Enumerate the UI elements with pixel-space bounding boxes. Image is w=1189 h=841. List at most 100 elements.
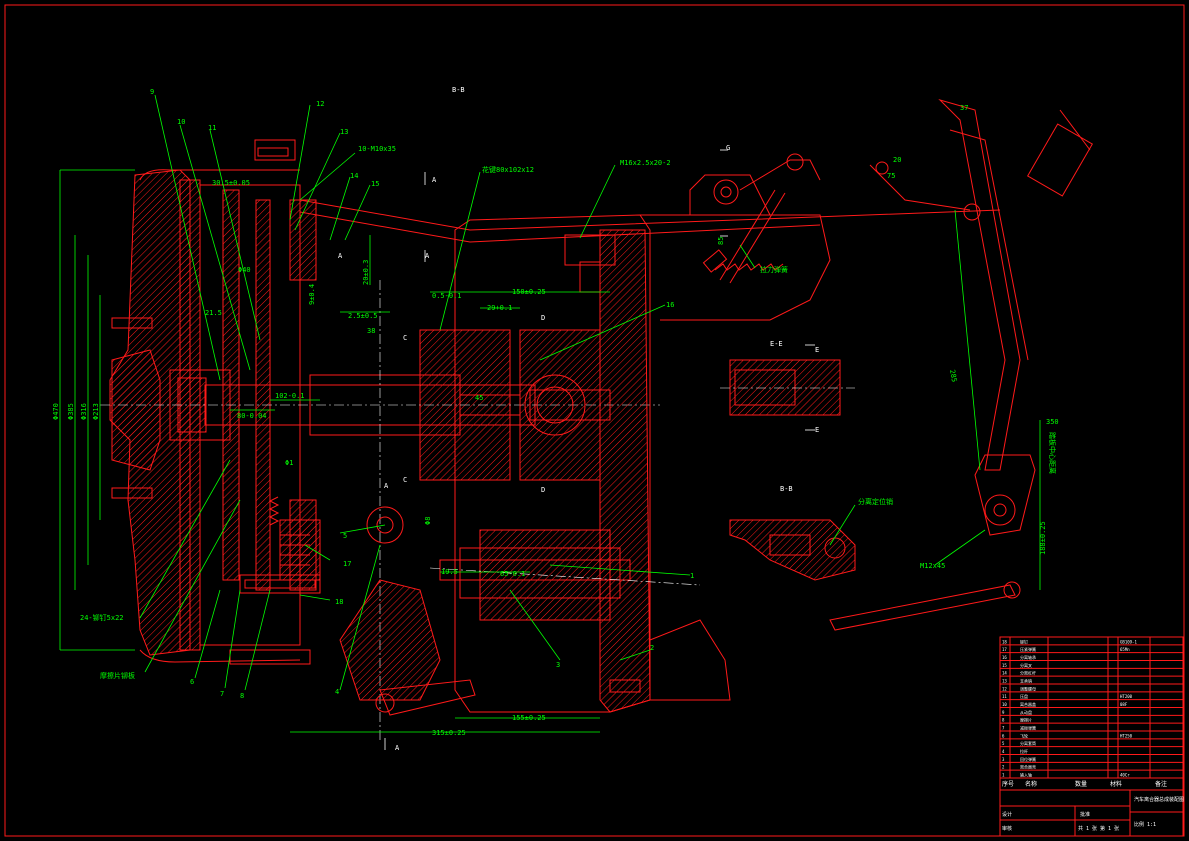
dim-phi8: Φ8: [424, 517, 432, 525]
parts-row-number: 2: [1002, 765, 1005, 770]
parts-row-name: 分离套筒: [1020, 740, 1036, 746]
parts-row-name: 压盘: [1020, 693, 1028, 699]
parts-row-number: 12: [1002, 686, 1007, 691]
dim-85: 85: [717, 237, 725, 245]
parts-row-name: 压紧弹簧: [1020, 646, 1036, 652]
parts-row-name: 从动盘: [1020, 709, 1032, 715]
section-label-g: G: [726, 144, 730, 152]
part-number-4: 4: [335, 688, 339, 696]
part-number-5: 5: [343, 532, 347, 540]
parts-row-number: 11: [1002, 694, 1007, 699]
dim-phi385: Φ385: [67, 403, 75, 420]
parts-row-number: 3: [1002, 757, 1005, 762]
callout-friction-plate: 摩擦片铆板: [100, 671, 135, 680]
gearbox-case: [339, 214, 731, 713]
part-number-6: 6: [190, 678, 194, 686]
dim-38: 38: [367, 327, 375, 335]
callout-bolt-m16: M16x2.5x20-2: [620, 159, 671, 167]
part-number-14: 14: [350, 172, 358, 180]
dim-102: 102-0.1: [275, 392, 305, 400]
dim-d1: Φ1: [285, 459, 293, 467]
dim-80: 80-0.04: [237, 412, 267, 420]
release-linkage: [299, 153, 1001, 716]
dim-315: 315±0.25: [432, 729, 466, 737]
part-number-3: 3: [556, 661, 560, 669]
section-label-e-top: E: [815, 346, 819, 354]
parts-row-number: 14: [1002, 671, 1007, 676]
dim-188: 188±0.25: [1039, 521, 1047, 555]
parts-row-number: 9: [1002, 710, 1005, 715]
part-number-10: 10: [177, 118, 185, 126]
dim-37: 37: [960, 104, 968, 112]
callout-spline: 花键80x102x12: [482, 165, 534, 174]
parts-row-material: HT200: [1120, 694, 1133, 699]
section-label-a-left: A: [384, 482, 389, 490]
part-number-2: 2: [650, 644, 654, 652]
drawing-title: 汽车离合器总成装配图: [1134, 796, 1184, 803]
parts-row-name: 分离轴承: [1020, 654, 1036, 660]
dim-phi470: Φ470: [52, 403, 60, 420]
part-number-13: 13: [340, 128, 348, 136]
dim-phi316: Φ316: [80, 403, 88, 420]
section-view-bb: [729, 519, 856, 581]
flywheel-housing: [109, 139, 317, 665]
clutch-pedal: [829, 98, 1094, 631]
parts-row-number: 16: [1002, 655, 1007, 660]
dim-45: 45: [475, 394, 483, 402]
parts-row-material: 08F: [1120, 702, 1128, 707]
parts-row-name: 飞轮: [1020, 732, 1028, 738]
parts-row-name: 离合器壳: [1020, 764, 1036, 770]
dim-285: 285: [948, 369, 958, 383]
section-label-e-bot: E: [815, 426, 819, 434]
section-label-a-bot: A: [395, 744, 400, 752]
dim-20-3: 20±0.3: [362, 260, 370, 285]
parts-row-number: 1: [1002, 773, 1005, 778]
part-number-17: 17: [343, 560, 351, 568]
part-number-11: 11: [208, 124, 216, 132]
parts-row-name: 分离杠杆: [1020, 670, 1036, 676]
section-label-c-bot: C: [403, 476, 407, 484]
drawing-scale: 比例 1:1: [1134, 821, 1156, 828]
parts-row-name: 回位弹簧: [1020, 756, 1036, 762]
approved-label: 批准: [1080, 811, 1090, 818]
section-view-gg: [720, 359, 855, 416]
checked-label: 审核: [1002, 825, 1012, 832]
section-markers: [384, 149, 815, 750]
drawn-label: 设计: [1002, 811, 1012, 818]
section-label-d-bot: D: [541, 486, 545, 494]
dim-29: 29+0.1: [487, 304, 512, 312]
dimension-lines: [59, 94, 1041, 733]
parts-row-name: 摩擦片: [1020, 717, 1032, 723]
dim-155: 155±0.25: [512, 714, 546, 722]
dim-phi40: Φ40: [238, 266, 251, 274]
callout-rivet: 24-铆钉5x22: [80, 613, 124, 622]
header-qty: 数量: [1075, 780, 1087, 788]
header-note: 备注: [1155, 780, 1167, 788]
dim-phi213: Φ213: [92, 403, 100, 420]
dim-19: 19.5: [441, 568, 458, 576]
dim-2-5: 2.5±0.5: [348, 312, 378, 320]
parts-row-name: 分离叉: [1020, 662, 1032, 668]
sheet-border: [4, 4, 1185, 837]
parts-row-name: 减振弹簧: [1020, 725, 1036, 731]
part-number-1: 1: [690, 572, 694, 580]
callout-positioner: 分离定位销: [858, 497, 893, 506]
section-label-bb-view: B-B: [780, 485, 793, 493]
parts-row-number: 15: [1002, 663, 1007, 668]
side-note-pedal: 踏板中心距离: [1048, 432, 1057, 474]
section-label-a-top: A: [432, 176, 437, 184]
part-number-9: 9: [150, 88, 154, 96]
dim-75: 75: [887, 172, 895, 180]
parts-row-material: GB109-1: [1120, 639, 1137, 644]
part-number-16: 16: [666, 301, 674, 309]
header-material: 材料: [1110, 780, 1122, 788]
parts-row-material: 65Mn: [1120, 647, 1130, 652]
parts-row-number: 13: [1002, 679, 1007, 684]
parts-row-material: HT250: [1120, 733, 1133, 738]
section-label-c-top: C: [403, 334, 407, 342]
dim-150: 150±0.25: [512, 288, 546, 296]
parts-row-number: 4: [1002, 749, 1005, 754]
callout-bolt-m10: 10-M10x35: [358, 145, 396, 153]
parts-row-number: 7: [1002, 726, 1005, 731]
